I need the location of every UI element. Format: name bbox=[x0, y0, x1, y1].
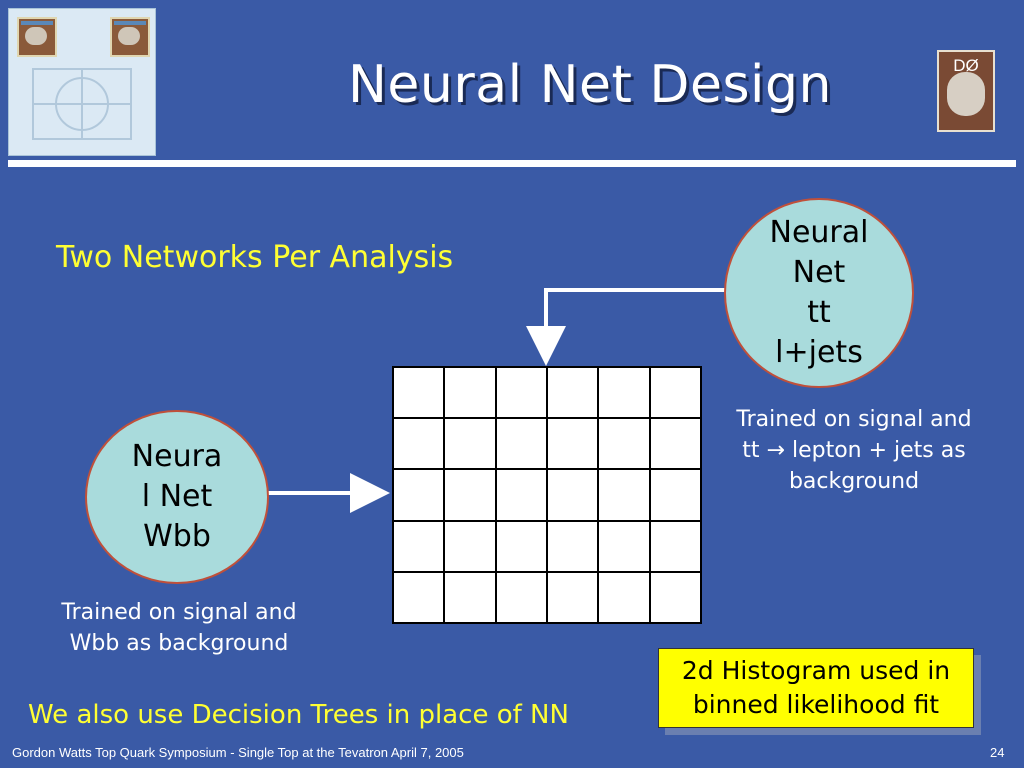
histogram-bin bbox=[649, 571, 701, 623]
histogram-note-line: binned likelihood fit bbox=[692, 690, 940, 719]
histogram-bin bbox=[649, 418, 701, 470]
histogram-bin bbox=[444, 367, 496, 419]
histogram-bin bbox=[649, 367, 701, 419]
nn-wbb-line: Wbb bbox=[143, 519, 211, 554]
histogram-bin bbox=[444, 520, 496, 572]
histogram-bin bbox=[598, 469, 650, 521]
histogram-bin bbox=[393, 571, 445, 623]
neural-net-wbb-circle: Neura l Net Wbb bbox=[85, 410, 269, 584]
histogram-bin bbox=[393, 520, 445, 572]
footer-text: Gordon Watts Top Quark Symposium - Singl… bbox=[12, 745, 464, 760]
histogram-bin bbox=[546, 418, 599, 470]
histogram-bin bbox=[546, 367, 599, 419]
nn-wbb-line: Neura bbox=[131, 439, 223, 474]
histogram-bin bbox=[495, 367, 547, 419]
histogram-bin bbox=[393, 418, 445, 470]
detector-sketch-icon bbox=[32, 68, 132, 140]
nn-tt-line: tt bbox=[807, 295, 831, 330]
nn-tt-line: Net bbox=[792, 255, 846, 290]
page-number: 24 bbox=[990, 745, 1005, 760]
histogram-note-box: 2d Histogram used in binned likelihood f… bbox=[658, 648, 974, 728]
caption-tt-line: tt → lepton + jets as bbox=[742, 438, 966, 463]
histogram-bin bbox=[444, 418, 496, 470]
histogram-grid bbox=[392, 366, 702, 624]
subtitle: Two Networks Per Analysis bbox=[56, 240, 454, 275]
d0-logo: DØ bbox=[937, 50, 995, 132]
caption-tt-line: background bbox=[788, 469, 920, 494]
caption-wbb-line: Wbb as background bbox=[69, 631, 289, 656]
title-divider bbox=[8, 160, 1016, 167]
nn-wbb-line: l Net bbox=[141, 479, 213, 514]
histogram-bin bbox=[546, 571, 599, 623]
histogram-bin bbox=[495, 418, 547, 470]
slide-title: Neural Net Design bbox=[348, 55, 832, 115]
decision-trees-note: We also use Decision Trees in place of N… bbox=[28, 700, 569, 730]
histogram-note-line: 2d Histogram used in bbox=[681, 656, 951, 685]
histogram-bin bbox=[546, 469, 599, 521]
histogram-bin bbox=[649, 469, 701, 521]
detector-photo-icon bbox=[17, 17, 57, 57]
d0-logo-label: DØ bbox=[953, 56, 979, 75]
histogram-bin bbox=[495, 571, 547, 623]
histogram-bin bbox=[649, 520, 701, 572]
histogram-bin bbox=[444, 469, 496, 521]
histogram-bin bbox=[598, 418, 650, 470]
control-room-photo-icon bbox=[110, 17, 150, 57]
histogram-bin bbox=[598, 520, 650, 572]
histogram-bin bbox=[393, 469, 445, 521]
histogram-bin bbox=[598, 367, 650, 419]
arrow-tt-to-histogram bbox=[526, 288, 726, 366]
histogram-bin bbox=[393, 367, 445, 419]
histogram-bin bbox=[495, 469, 547, 521]
neural-net-tt-circle: Neural Net tt l+jets bbox=[724, 198, 914, 388]
histogram-bin bbox=[495, 520, 547, 572]
nn-tt-line: Neural bbox=[769, 215, 869, 250]
caption-tt: Trained on signal and tt → lepton + jets… bbox=[718, 404, 990, 497]
histogram-bin bbox=[598, 571, 650, 623]
histogram-bin bbox=[444, 571, 496, 623]
caption-wbb: Trained on signal and Wbb as background bbox=[40, 597, 318, 659]
caption-tt-line: Trained on signal and bbox=[736, 407, 972, 432]
caption-wbb-line: Trained on signal and bbox=[61, 600, 297, 625]
histogram-bin bbox=[546, 520, 599, 572]
nn-tt-line: l+jets bbox=[775, 335, 863, 370]
logo-panel bbox=[8, 8, 156, 156]
